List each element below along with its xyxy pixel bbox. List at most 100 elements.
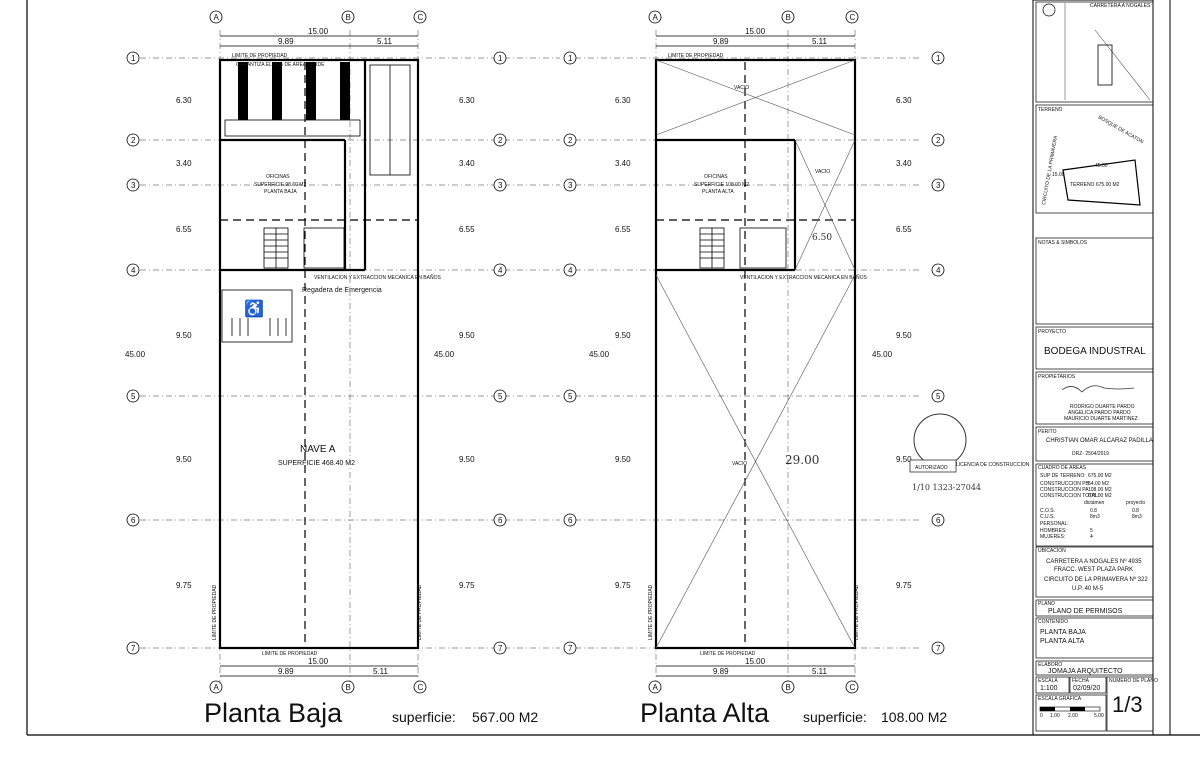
cos-b: 0.8: [1132, 508, 1139, 514]
dim-row-3-right: 6.55: [459, 225, 475, 234]
notas-label: NOTAS & SIMBOLOS: [1038, 240, 1088, 246]
svg-text:7: 7: [498, 644, 503, 653]
svg-text:A: A: [214, 13, 220, 22]
fecha-value: 02/09/20: [1073, 685, 1100, 692]
ubicacion-4: U.P. 40 M-5: [1072, 586, 1104, 592]
dim-alta-total-width-bottom: 15.00: [745, 657, 766, 666]
baja-limite-top: LIMITE DE PROPIEDAD: [232, 53, 288, 59]
alta-oficinas-sup: SUPERFICIE 108.00 M2: [694, 182, 749, 188]
elaboro-value: JOMAJA ARQUITECTO: [1048, 668, 1123, 675]
dim-alta-row-4: 9.50: [615, 331, 631, 340]
mujeres-value: 4: [1090, 534, 1093, 540]
dim-alta-row-1-right: 6.30: [896, 96, 912, 105]
proyecto-value: BODEGA INDUSTRAL: [1044, 346, 1146, 357]
svg-text:C: C: [418, 683, 424, 692]
dim-alta-left-width-bottom: 9.89: [713, 667, 729, 676]
svg-text:3: 3: [568, 181, 573, 190]
svg-text:B: B: [346, 13, 351, 22]
dim-alta-row-6-right: 9.75: [896, 581, 912, 590]
dim-total-width: 15.00: [308, 27, 329, 36]
area-label-1: SUP DE TERRENO:: [1040, 473, 1086, 479]
dimensions-baja: 15.00 9.89 5.11 15.00 9.89 5.11 6.30 3.4…: [125, 27, 475, 677]
contenido-1: PLANTA BAJA: [1040, 629, 1086, 636]
lote-dim-1: 45.00: [1095, 163, 1108, 169]
svg-text:6: 6: [568, 516, 573, 525]
alta-handwritten-2: 6.50: [812, 233, 832, 243]
baja-limite-right: LIMITE DE PROPIEDAD: [417, 584, 423, 640]
alta-superficie-value: 108.00 M2: [881, 709, 947, 725]
stamp-text: AUTORIZADO: [915, 465, 948, 471]
alta-vacio-1: VACIO: [734, 85, 749, 91]
baja-limite-bottom: LIMITE DE PROPIEDAD: [262, 651, 318, 657]
escala-grafica-1: 1.00: [1050, 713, 1060, 719]
propietario-3: MAURICIO DUARTE MARTINEZ: [1064, 416, 1138, 422]
svg-text:2: 2: [568, 136, 573, 145]
svg-text:6: 6: [498, 516, 503, 525]
escala-grafica-3: 5.00: [1094, 713, 1104, 719]
svg-text:2: 2: [936, 136, 941, 145]
svg-text:5: 5: [568, 392, 573, 401]
cos-label: C.O.S.: [1040, 508, 1055, 514]
terreno-value: TERRENO 675.00 M2: [1070, 182, 1120, 188]
svg-text:5: 5: [131, 392, 136, 401]
baja-oficinas-nivel: PLANTA BAJA: [264, 189, 297, 195]
dim-alta-row-3: 6.55: [615, 225, 631, 234]
escala-value: 1:100: [1040, 685, 1058, 692]
alta-vacio-3: VACIO: [732, 461, 747, 467]
alta-limite-left: LIMITE DE PROPIEDAD: [648, 584, 654, 640]
fecha-label: FECHA: [1072, 678, 1090, 684]
alta-limite-bottom: LIMITE DE PROPIEDAD: [700, 651, 756, 657]
svg-text:1: 1: [498, 54, 503, 63]
svg-text:4: 4: [568, 266, 573, 275]
dim-alta-total-length: 45.00: [589, 350, 610, 359]
alta-limite-top: LIMITE DE PROPIEDAD: [668, 53, 724, 59]
baja-nave-sup: SUPERFICIE 468.40 M2: [278, 460, 355, 467]
dim-row-4-right: 9.50: [459, 331, 475, 340]
alta-vacio-2: VACIO: [815, 169, 830, 175]
alta-ventilacion: VENTILACION Y EXTRACCION MECANICA EN BAÑ…: [740, 274, 867, 281]
accessible-parking-icon: ♿: [244, 299, 264, 318]
svg-text:3: 3: [936, 181, 941, 190]
dim-alta-left-width: 9.89: [713, 37, 729, 46]
dim-total-length: 45.00: [125, 350, 146, 359]
svg-text:7: 7: [936, 644, 941, 653]
svg-text:2: 2: [131, 136, 136, 145]
plan-planta-baja: A B C A B C 1 2 3 4 5 6 7 1 2 3 4 5 6 7 …: [125, 10, 560, 728]
dim-row-6: 9.75: [176, 581, 192, 590]
svg-text:B: B: [346, 683, 351, 692]
svg-text:7: 7: [131, 644, 136, 653]
dim-row-1-right: 6.30: [459, 96, 475, 105]
baja-nave: NAVE A: [300, 444, 336, 455]
contenido-label: CONTENIDO: [1038, 619, 1068, 625]
cus-label: C.U.S.: [1040, 514, 1055, 520]
dim-total-width-bottom: 15.00: [308, 657, 329, 666]
svg-text:3: 3: [498, 181, 503, 190]
baja-ventilacion: VENTILACION Y EXTRACCION MECANICA EN BAÑ…: [314, 274, 441, 281]
mujeres-label: MUJERES:: [1040, 534, 1065, 540]
dim-alta-row-3-right: 6.55: [896, 225, 912, 234]
svg-text:6: 6: [131, 516, 136, 525]
baja-area-verde: GARANTIZA EL 20% DE AREA VERDE: [236, 62, 325, 68]
svg-text:C: C: [418, 13, 424, 22]
num-label: NUMERO DE PLANO: [1109, 678, 1158, 684]
dim-right-width: 5.11: [377, 37, 393, 46]
escala-grafica-label: ESCALA GRAFICA: [1038, 696, 1082, 702]
svg-text:6: 6: [936, 516, 941, 525]
area-label-3: CONSTRUCCION PA:: [1040, 487, 1090, 493]
ubicacion-label: UBICACION: [1038, 548, 1066, 554]
title-block: CARRETERA A NOGALES TERRENO TERRENO 675.…: [1032, 0, 1158, 736]
svg-text:B: B: [786, 683, 791, 692]
dim-alta-right-width: 5.11: [812, 37, 828, 46]
svg-text:5: 5: [498, 392, 503, 401]
dim-alta-row-4-right: 9.50: [896, 331, 912, 340]
area-label-2: CONSTRUCCION PB:: [1040, 481, 1090, 487]
svg-text:3: 3: [131, 181, 136, 190]
propietario-1: RODRIGO DUARTE PARDO: [1070, 404, 1135, 410]
svg-text:4: 4: [131, 266, 136, 275]
cus-a: 8m3: [1090, 514, 1100, 520]
ubicacion-1: CARRETERA A NOGALES Nº 4935: [1046, 558, 1142, 565]
cos-a: 0.8: [1090, 508, 1097, 514]
dim-row-4: 9.50: [176, 331, 192, 340]
dim-left-width-bottom: 9.89: [278, 667, 294, 676]
